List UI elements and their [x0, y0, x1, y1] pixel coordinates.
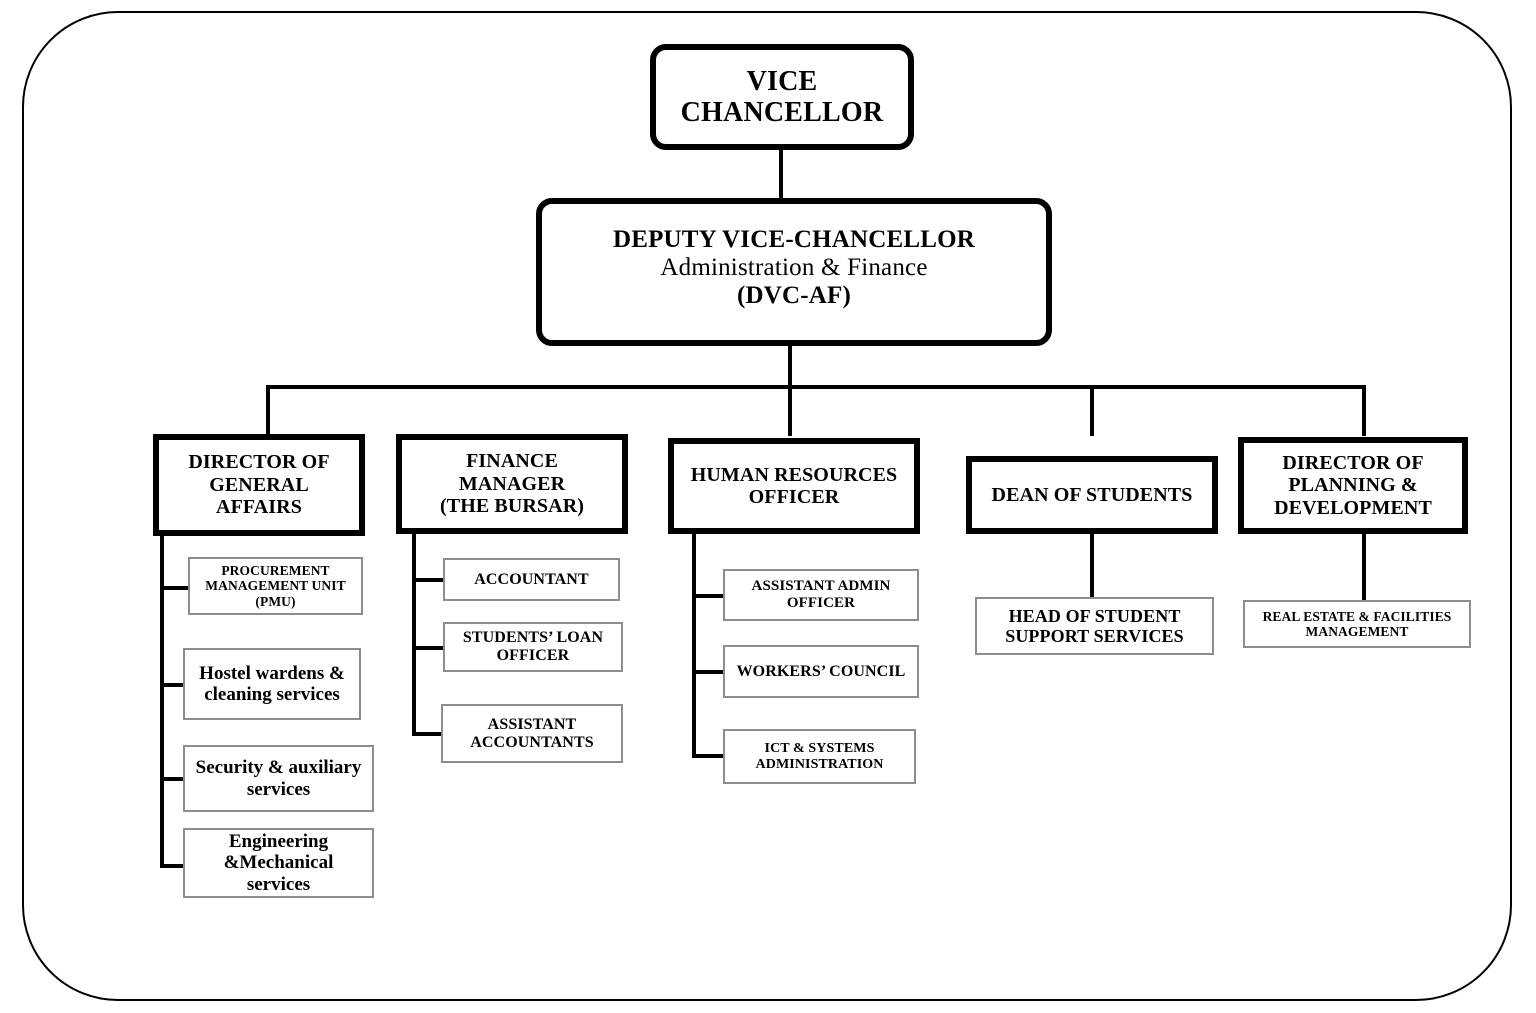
node-assistant-accountants-label: ASSISTANT ACCOUNTANTS: [470, 715, 594, 751]
node-finance-manager-label: FINANCE MANAGER (THE BURSAR): [440, 450, 584, 518]
stub-assistant-admin-officer: [692, 594, 724, 598]
outer-frame-border: [22, 11, 1512, 1001]
node-dvc-af-label-line2: Administration & Finance: [660, 254, 928, 281]
node-procurement-management-unit[interactable]: PROCUREMENT MANAGEMENT UNIT (PMU): [188, 557, 363, 615]
node-vice-chancellor[interactable]: VICE CHANCELLOR: [650, 44, 914, 150]
node-director-planning-development[interactable]: DIRECTOR OF PLANNING & DEVELOPMENT: [1238, 437, 1468, 534]
node-dvc-af-label-line1: DEPUTY VICE-CHANCELLOR: [612, 226, 976, 253]
rail-human-resources: [692, 534, 696, 756]
node-hostel-wardens[interactable]: Hostel wardens & cleaning services: [183, 648, 361, 720]
node-students-loan-officer-label: STUDENTS’ LOAN OFFICER: [462, 629, 604, 664]
node-dvc-af[interactable]: DEPUTY VICE-CHANCELLOR Administration & …: [536, 198, 1052, 346]
connector-dvc-drop: [788, 345, 792, 387]
rail-general-affairs: [160, 534, 164, 868]
connector-bus-to-general-affairs: [266, 385, 270, 436]
connector-vc-to-dvc: [779, 148, 783, 200]
node-human-resources-officer[interactable]: HUMAN RESOURCES OFFICER: [668, 438, 920, 534]
node-engineering-mechanical-label: Engineering &Mechanical services: [223, 831, 334, 895]
node-real-estate-facilities-label: REAL ESTATE & FACILITIES MANAGEMENT: [1262, 608, 1452, 639]
stub-ict-systems: [692, 754, 724, 758]
stub-procurement: [160, 586, 190, 590]
node-dean-of-students-label: DEAN OF STUDENTS: [991, 483, 1193, 506]
node-dvc-af-label-line3: (DVC-AF): [736, 282, 852, 309]
node-ict-systems-administration-label: ICT & SYSTEMS ADMINISTRATION: [755, 740, 884, 772]
node-accountant-label: ACCOUNTANT: [474, 570, 589, 588]
node-head-student-support[interactable]: HEAD OF STUDENT SUPPORT SERVICES: [975, 597, 1214, 655]
node-engineering-mechanical[interactable]: Engineering &Mechanical services: [183, 828, 374, 898]
node-director-planning-development-label: DIRECTOR OF PLANNING & DEVELOPMENT: [1274, 451, 1432, 519]
node-assistant-admin-officer[interactable]: ASSISTANT ADMIN OFFICER: [723, 569, 919, 621]
node-workers-council[interactable]: WORKERS’ COUNCIL: [723, 645, 919, 698]
node-security-auxiliary-label: Security & auxiliary services: [195, 757, 362, 800]
stub-hostel-wardens: [160, 683, 190, 687]
stub-security: [160, 777, 190, 781]
connector-bus-to-dean-of-students: [1090, 385, 1094, 436]
node-workers-council-label: WORKERS’ COUNCIL: [736, 662, 906, 680]
stub-assistant-accountants: [412, 732, 445, 736]
node-security-auxiliary[interactable]: Security & auxiliary services: [183, 745, 374, 812]
connector-horizontal-bus: [266, 385, 1366, 389]
node-assistant-admin-officer-label: ASSISTANT ADMIN OFFICER: [751, 578, 891, 611]
connector-bus-to-human-resources: [788, 385, 792, 436]
node-director-general-affairs[interactable]: DIRECTOR OF GENERAL AFFAIRS: [153, 434, 365, 536]
node-accountant[interactable]: ACCOUNTANT: [443, 558, 620, 601]
connector-bus-to-planning-development: [1362, 385, 1366, 436]
stub-workers-council: [692, 670, 724, 674]
node-assistant-accountants[interactable]: ASSISTANT ACCOUNTANTS: [441, 704, 623, 763]
stub-accountant: [412, 578, 445, 582]
node-head-student-support-label: HEAD OF STUDENT SUPPORT SERVICES: [1005, 605, 1184, 646]
rail-finance-manager: [412, 534, 416, 736]
stub-engineering: [160, 864, 190, 868]
node-ict-systems-administration[interactable]: ICT & SYSTEMS ADMINISTRATION: [723, 729, 916, 784]
connector-planning-to-real-estate: [1362, 534, 1366, 600]
node-procurement-management-unit-label: PROCUREMENT MANAGEMENT UNIT (PMU): [205, 563, 346, 609]
node-vice-chancellor-label: VICE CHANCELLOR: [680, 65, 884, 128]
stub-students-loan-officer: [412, 646, 445, 650]
connector-dean-to-student-support: [1090, 534, 1094, 597]
node-students-loan-officer[interactable]: STUDENTS’ LOAN OFFICER: [443, 622, 623, 672]
node-dean-of-students[interactable]: DEAN OF STUDENTS: [966, 456, 1218, 534]
node-human-resources-officer-label: HUMAN RESOURCES OFFICER: [690, 463, 898, 508]
node-real-estate-facilities[interactable]: REAL ESTATE & FACILITIES MANAGEMENT: [1243, 600, 1471, 648]
node-director-general-affairs-label: DIRECTOR OF GENERAL AFFAIRS: [188, 451, 330, 519]
node-finance-manager[interactable]: FINANCE MANAGER (THE BURSAR): [396, 434, 628, 534]
node-hostel-wardens-label: Hostel wardens & cleaning services: [199, 662, 345, 705]
